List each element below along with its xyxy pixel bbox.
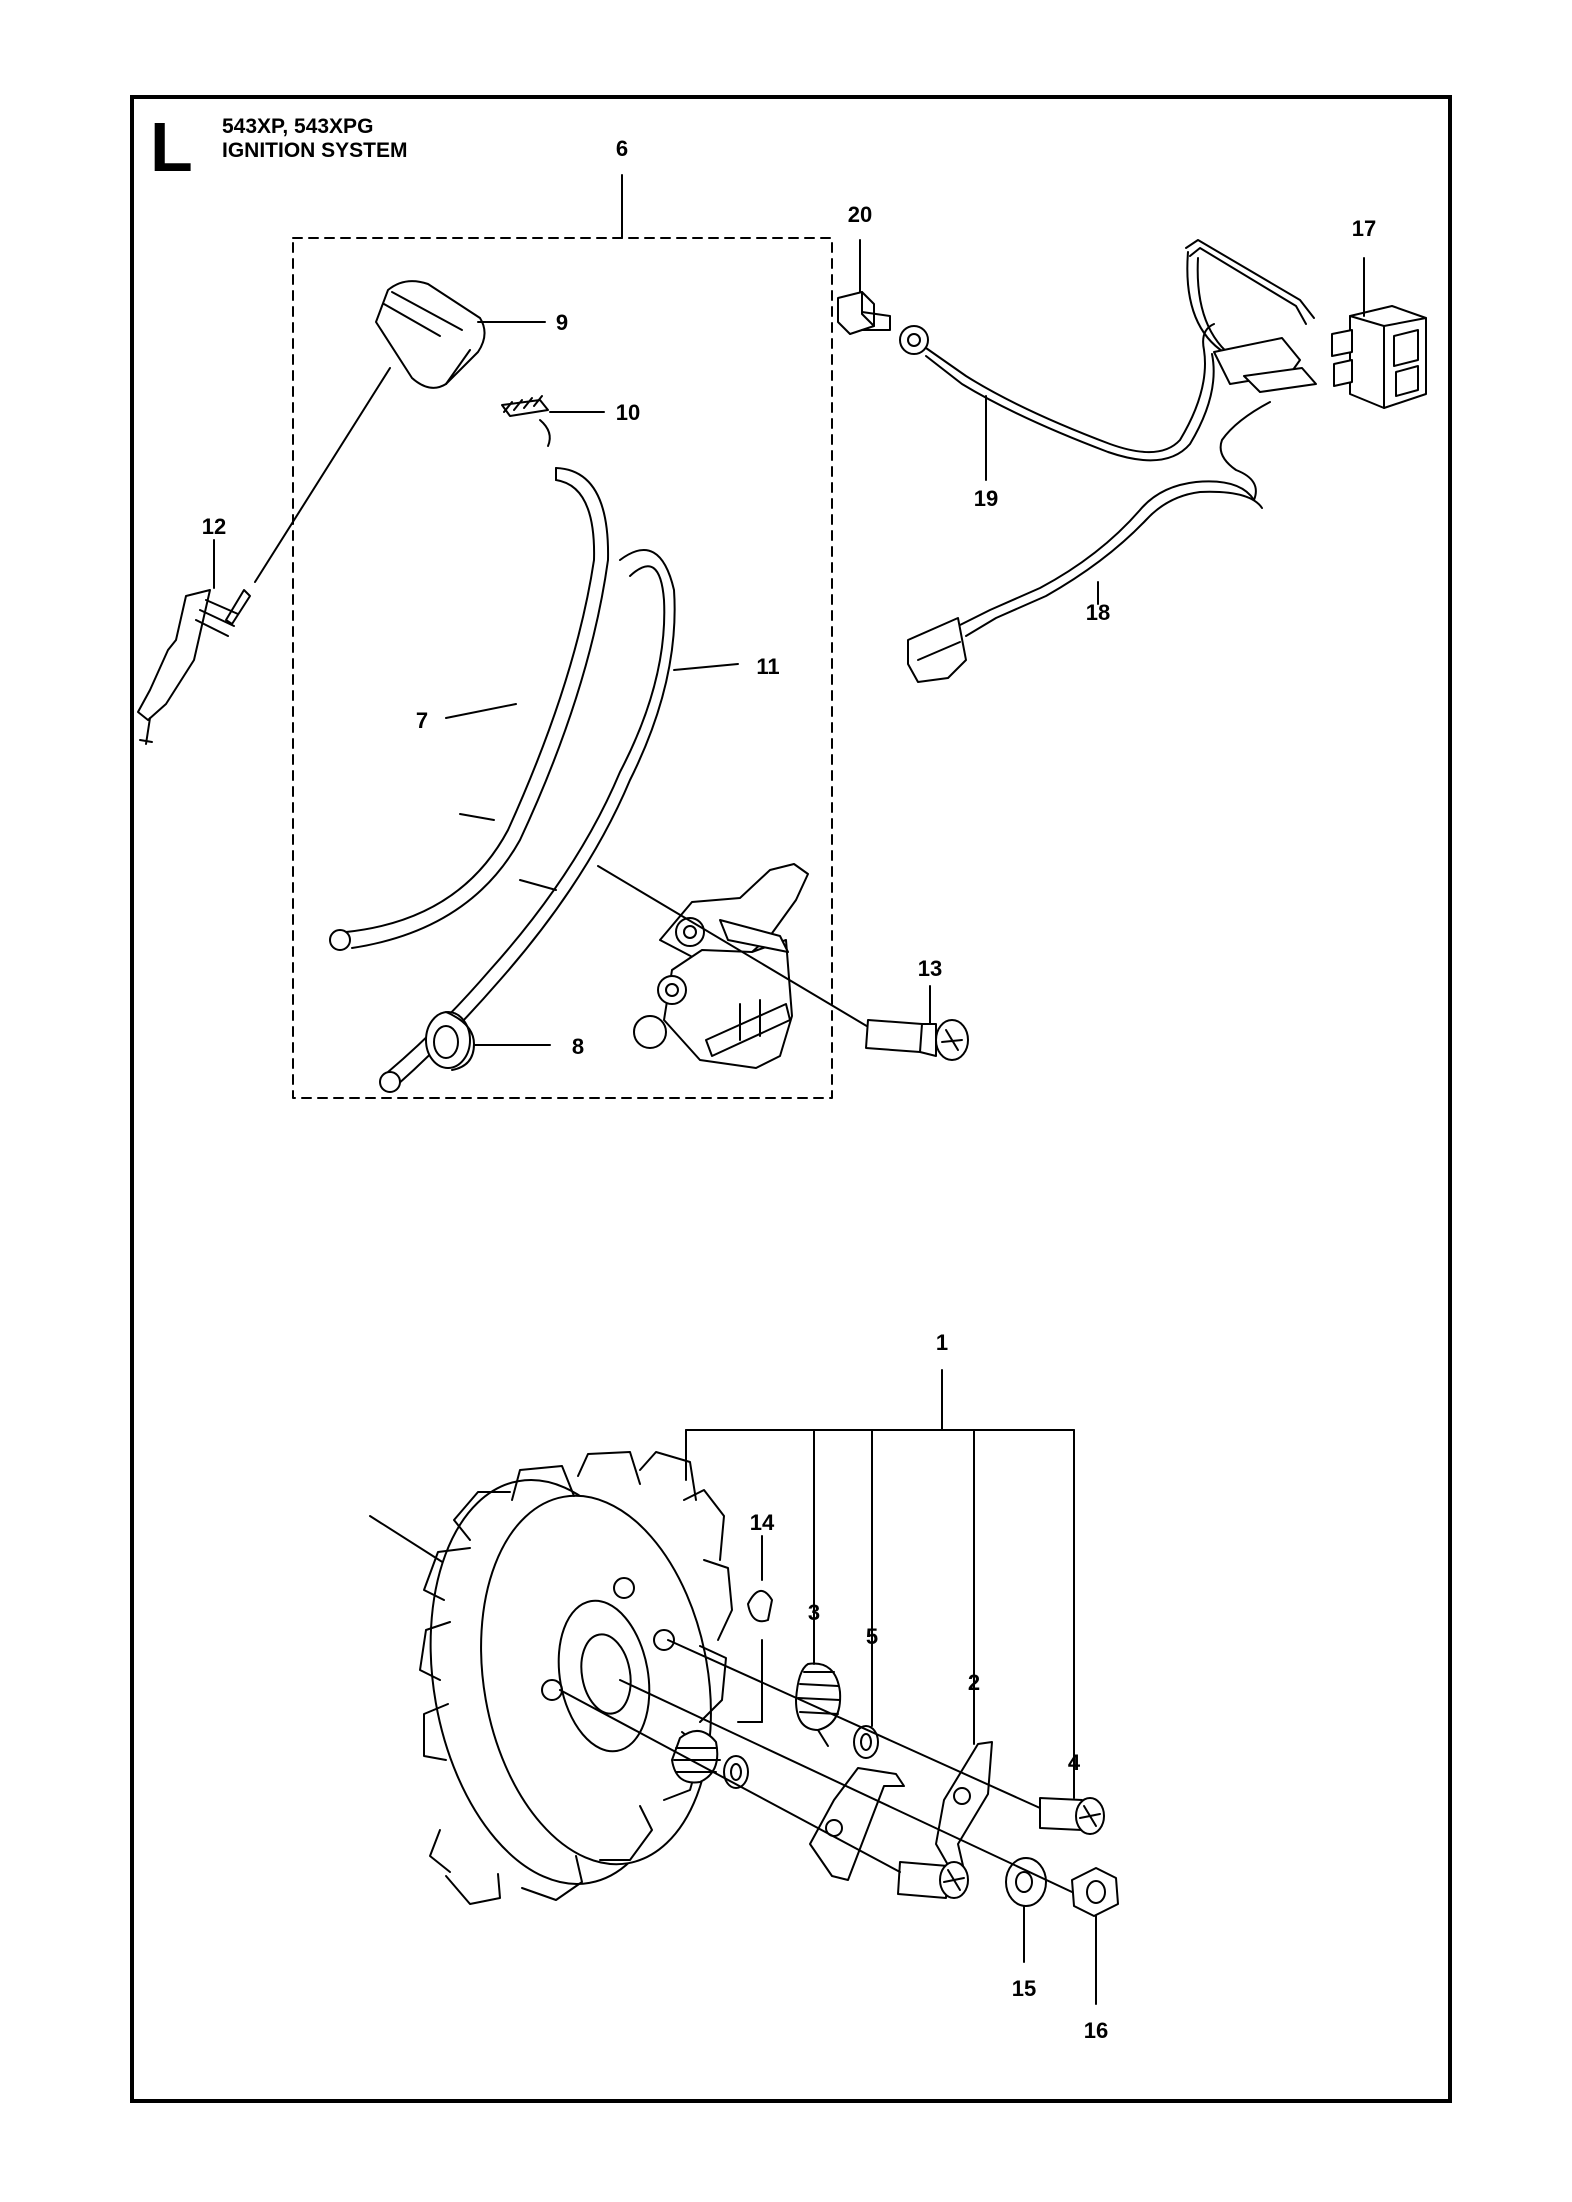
callout-13: 13 (918, 956, 942, 981)
section-letter: L (150, 108, 193, 186)
woodruff-key-part (747, 1590, 773, 1623)
callout-1: 1 (936, 1330, 948, 1355)
pawl-lower-part (809, 1767, 905, 1881)
flywheel-nut-part (1071, 1867, 1119, 1917)
leader-14 (737, 1535, 763, 1723)
assembly-6-group-box (292, 237, 833, 1099)
flywheel-part (369, 1451, 733, 1905)
pawl-screw-part (1039, 1797, 1105, 1835)
leader-7 (445, 703, 517, 719)
callout-labels: 1 2 3 4 5 6 7 8 9 10 11 12 13 14 15 16 1… (202, 136, 1376, 2043)
pawl-spring-part (795, 1662, 842, 1747)
module-screw-part (865, 1019, 969, 1061)
model-numbers: 543XP, 543XPG (222, 115, 374, 138)
pawl-spring-lower-part (671, 1730, 721, 1784)
callout-16: 16 (1084, 2018, 1108, 2043)
callout-14: 14 (750, 1510, 775, 1535)
callout-7: 7 (416, 708, 428, 733)
callout-8: 8 (572, 1034, 584, 1059)
callout-12: 12 (202, 514, 226, 539)
assembly-axis-line-center (619, 1679, 1073, 1893)
pawl-screw-lower-part (897, 1861, 969, 1899)
callout-15: 15 (1012, 1976, 1036, 2001)
assembly-1-bracket (685, 1369, 1075, 1749)
callout-18: 18 (1086, 600, 1110, 625)
spring-clip-part (501, 395, 551, 447)
terminal-nut-part (837, 291, 891, 335)
grommet-part (425, 1011, 475, 1071)
callout-17: 17 (1352, 216, 1376, 241)
assembly-axis-line-lower (559, 1689, 901, 1873)
stop-switch-part (1331, 305, 1427, 409)
ignition-lead-line (254, 367, 391, 583)
ignition-module-part (633, 863, 809, 1069)
ground-wire-part (899, 323, 1215, 462)
wire-frame-part (1185, 239, 1317, 393)
diagram-title: IGNITION SYSTEM (222, 139, 408, 162)
spark-plug-boot-part (375, 280, 486, 389)
leader-11 (673, 663, 739, 671)
washer-part (853, 1725, 879, 1759)
callout-20: 20 (848, 202, 872, 227)
spark-plug-part (137, 589, 251, 745)
callout-11: 11 (756, 654, 779, 679)
wire-harness-part (907, 401, 1271, 683)
callout-3: 3 (808, 1600, 820, 1625)
callout-6: 6 (616, 136, 628, 161)
callout-5: 5 (866, 1624, 878, 1649)
pawl-part (935, 1741, 993, 1873)
callout-4: 4 (1068, 1750, 1081, 1775)
ignition-cable-second-part (379, 549, 676, 1093)
module-axis-line (597, 865, 871, 1029)
flywheel-washer-part (1005, 1857, 1047, 1907)
callout-19: 19 (974, 486, 998, 511)
ignition-cable-part (329, 467, 610, 951)
callout-2: 2 (968, 1670, 980, 1695)
page-border (130, 95, 1452, 2103)
callout-9: 9 (556, 310, 568, 335)
assembly-axis-line-upper (667, 1639, 1041, 1809)
callout-10: 10 (616, 400, 640, 425)
